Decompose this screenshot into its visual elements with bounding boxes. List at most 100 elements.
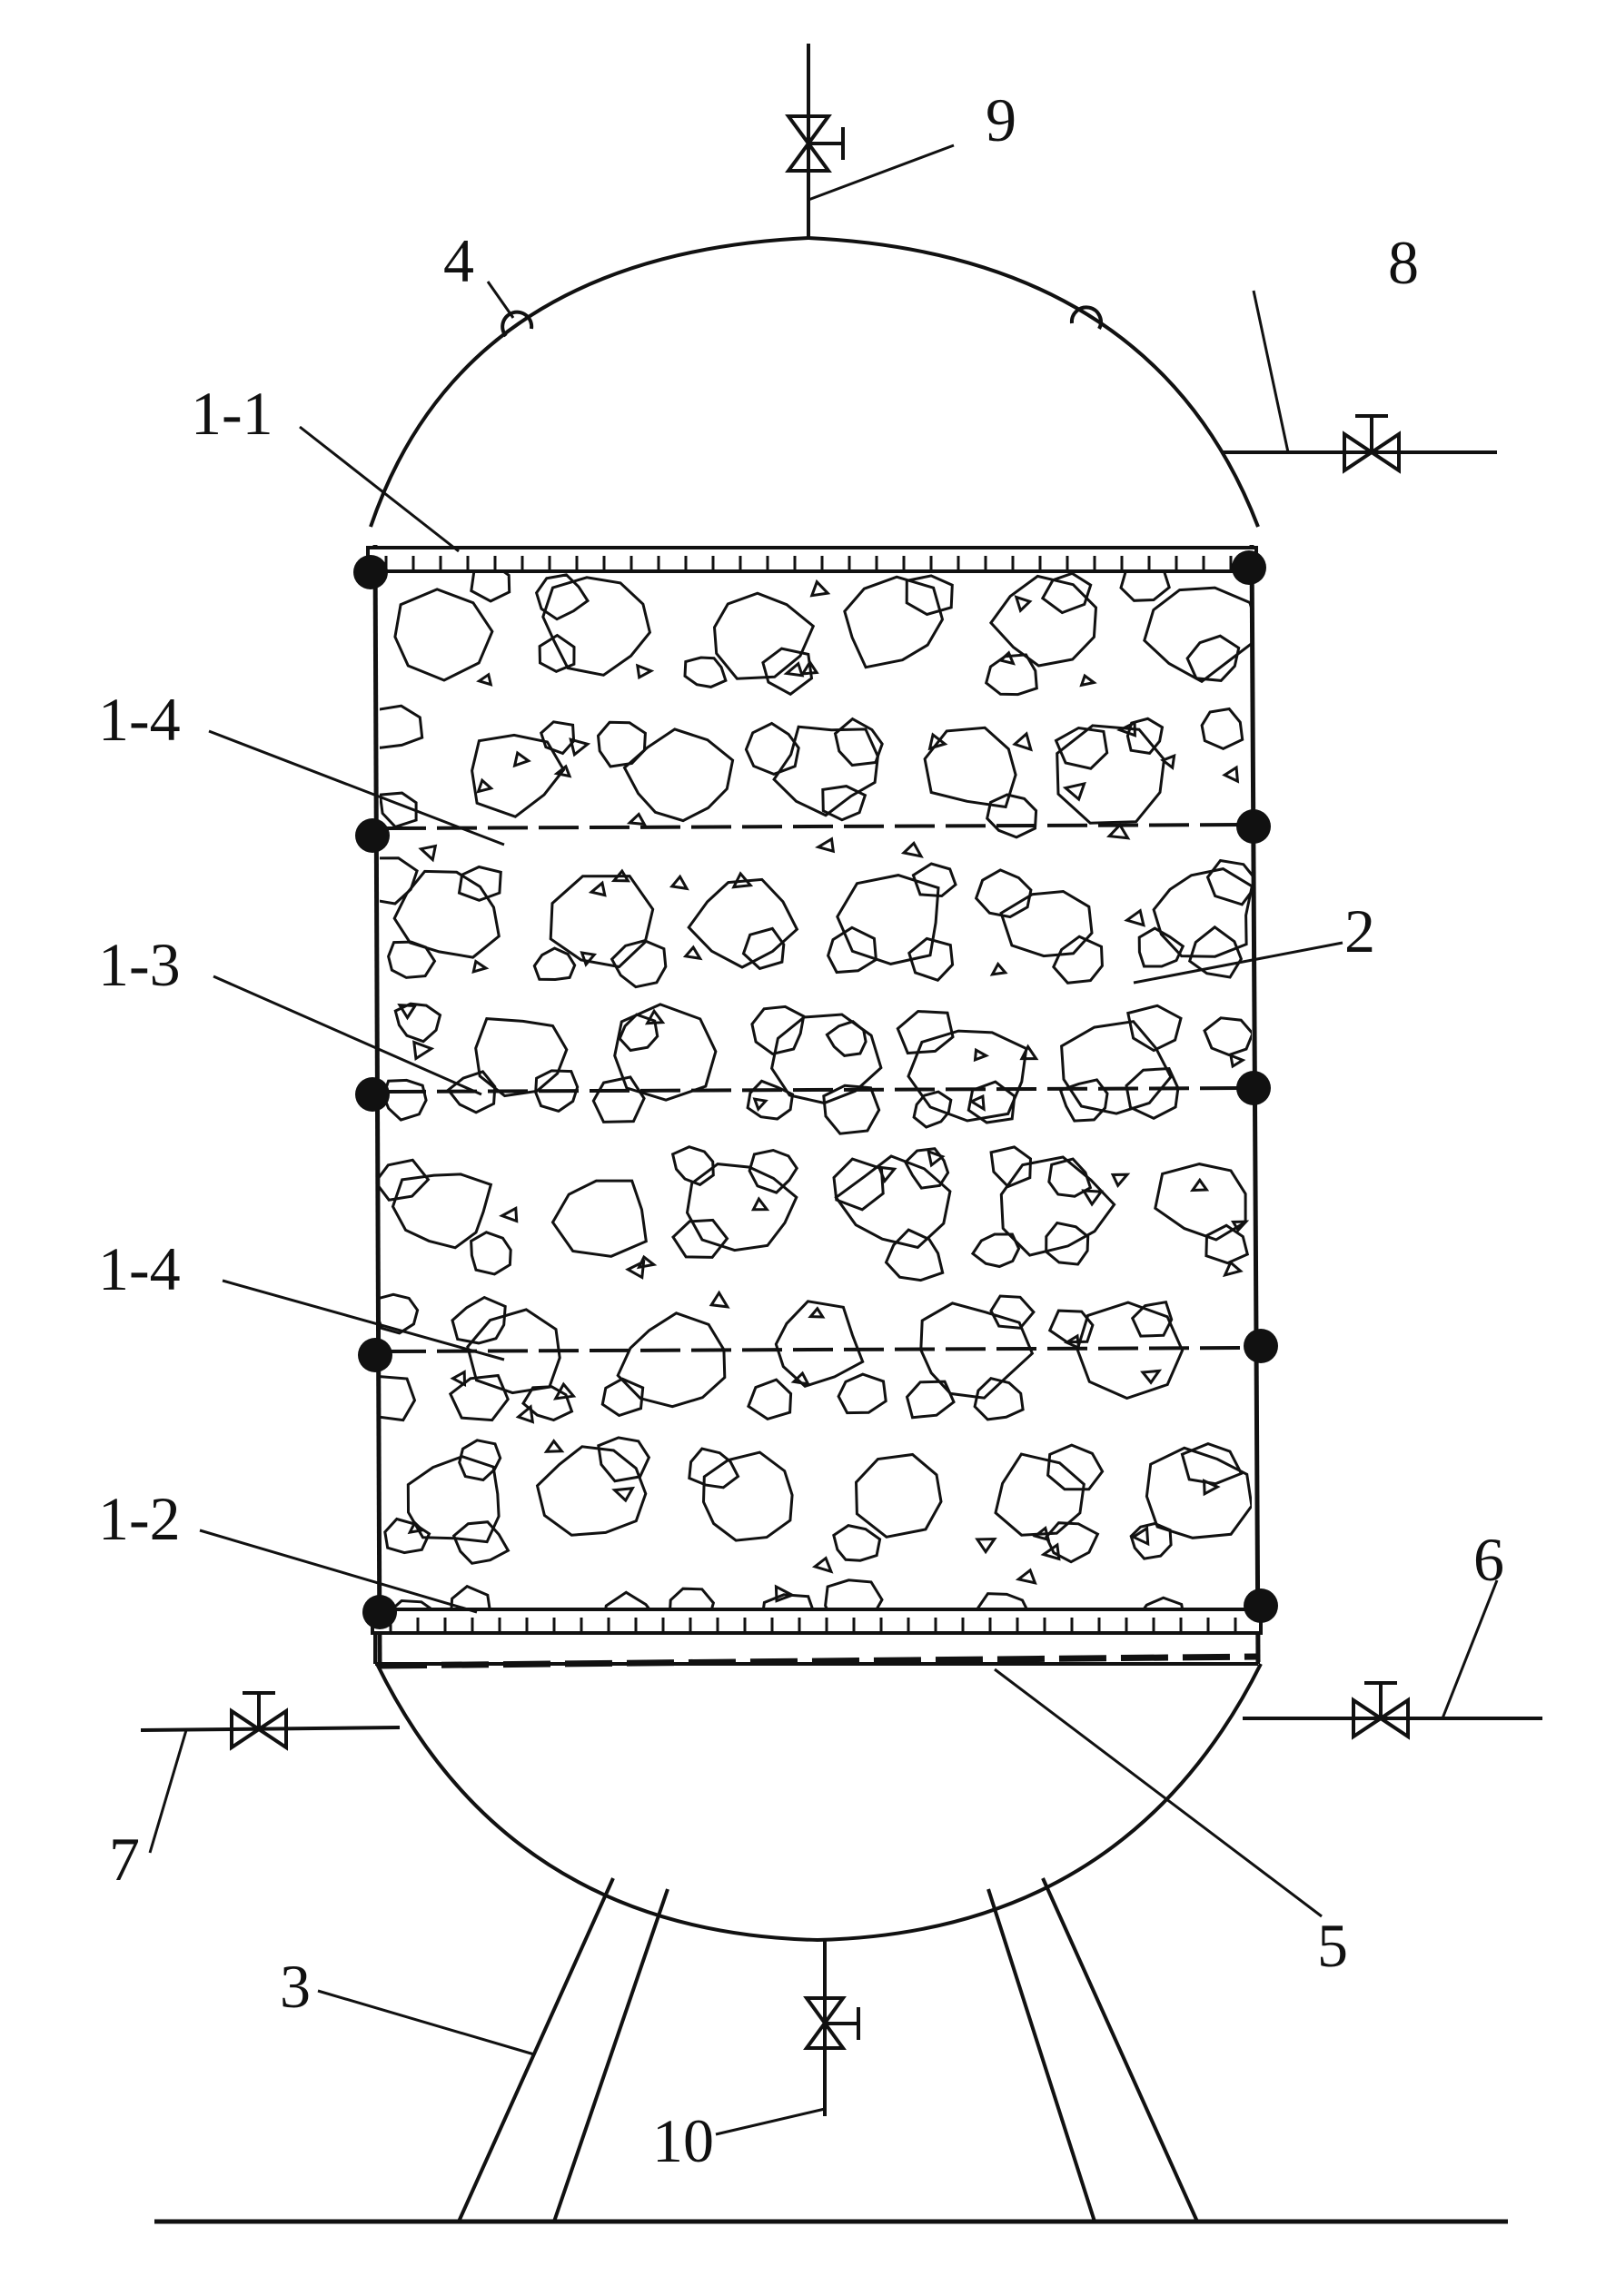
packing-stone xyxy=(750,1004,806,1056)
packing-stone xyxy=(466,1308,561,1395)
packing-stone xyxy=(761,647,814,697)
leader-lines xyxy=(148,144,1499,2136)
packing-stone xyxy=(905,1380,956,1420)
packing-stone xyxy=(900,840,924,858)
packing-stone xyxy=(471,959,490,975)
packing-stone xyxy=(1129,1521,1173,1560)
packing-stone xyxy=(822,1084,881,1135)
side-inlet-pipe xyxy=(140,1691,401,1751)
packing-stone xyxy=(397,1003,418,1021)
packing-stone xyxy=(450,1584,492,1621)
packing-stone xyxy=(973,1377,1025,1421)
packing-stone xyxy=(1015,1568,1037,1585)
top-fitting-icons xyxy=(501,305,1103,338)
packing-stone xyxy=(976,1592,1032,1621)
packing-stone xyxy=(382,1078,428,1122)
packing-stone xyxy=(989,961,1008,976)
packing-stone xyxy=(541,576,652,677)
packing-stone xyxy=(682,945,703,961)
packing-stone xyxy=(380,1375,417,1422)
packing-stone xyxy=(671,1218,729,1259)
packing-stone xyxy=(833,717,884,767)
upper-grid-plate xyxy=(385,823,1250,830)
packing-stone xyxy=(446,1070,497,1114)
packing-stone xyxy=(799,659,819,676)
packing-stone xyxy=(1189,1177,1210,1193)
packing-stone xyxy=(741,926,786,971)
label-side-inlet: 7 xyxy=(109,1825,140,1894)
packing-stone xyxy=(1110,1173,1131,1189)
label-top-vent: 9 xyxy=(986,85,1016,154)
packing-stone xyxy=(701,1450,794,1542)
packing-stone xyxy=(1187,925,1244,979)
packing-stone xyxy=(1130,1301,1174,1338)
packing-stone xyxy=(1222,1260,1244,1278)
packing-stone xyxy=(418,844,438,863)
packing-stone xyxy=(1032,1526,1051,1542)
label-side-outlet: 6 xyxy=(1473,1525,1504,1594)
packing-stone xyxy=(391,1173,493,1250)
top-perforated-plate xyxy=(366,546,1258,573)
packing-stone xyxy=(1012,731,1033,752)
packing-stone xyxy=(685,1163,798,1252)
packing-stone xyxy=(907,1029,1028,1123)
packing-stone xyxy=(747,1378,793,1421)
packing-stone xyxy=(1203,1016,1252,1057)
packing-stone xyxy=(744,721,800,777)
packing-stone xyxy=(808,1306,826,1319)
packing-stone xyxy=(1228,1053,1246,1069)
packing-stone xyxy=(1145,1446,1252,1539)
bottom-dome xyxy=(375,1663,1263,1943)
packing-stone xyxy=(825,1020,867,1057)
packing-stone xyxy=(380,856,419,906)
packing-stone xyxy=(1140,1369,1163,1385)
packing-stone xyxy=(832,1524,882,1562)
packing-stone xyxy=(770,1013,883,1105)
packing-stone xyxy=(549,875,655,969)
packing-stone xyxy=(984,653,1038,697)
packing-stone xyxy=(731,871,754,889)
packing-stone xyxy=(884,1228,945,1282)
packing-stone xyxy=(668,1587,716,1621)
packing-stone xyxy=(877,1165,897,1184)
label-top-plate: 1-1 xyxy=(191,379,273,448)
packing-stone xyxy=(821,785,867,822)
packing-stone xyxy=(1047,1157,1093,1198)
packing-stone xyxy=(809,579,831,598)
packing-stone xyxy=(1106,822,1131,840)
packing-stone xyxy=(712,591,816,680)
packing-stone xyxy=(669,874,689,891)
label-upper-grid: 1-4 xyxy=(98,685,181,754)
packing-stone xyxy=(387,940,437,979)
packing-stone xyxy=(448,1373,510,1422)
packing-stone xyxy=(836,874,940,965)
packing-stone xyxy=(826,925,877,975)
label-bottom-plate: 1-2 xyxy=(98,1484,181,1553)
upper-outlet-pipe xyxy=(1222,414,1497,474)
packing-stone xyxy=(1185,634,1241,682)
packing-stone xyxy=(512,750,531,768)
packing-stone xyxy=(1130,1526,1150,1547)
bottom-drain-pipe xyxy=(803,1940,860,2116)
packing-stone xyxy=(611,1486,636,1503)
packing-stone xyxy=(476,672,493,687)
packing-stone xyxy=(750,1196,770,1212)
packing-stone xyxy=(989,1145,1033,1189)
packing-stone xyxy=(521,1385,574,1422)
packing-stone xyxy=(973,1047,990,1063)
label-top-fitting: 4 xyxy=(443,226,474,295)
packing-stone xyxy=(407,1520,426,1535)
label-bottom-drain: 10 xyxy=(652,2106,714,2175)
bottom-perforated-plate xyxy=(371,1608,1263,1666)
packing-stone xyxy=(911,862,957,898)
packing-stone xyxy=(553,764,572,778)
packing-stone xyxy=(774,1584,796,1603)
packing-stone xyxy=(1119,572,1171,602)
packing-stone xyxy=(752,1097,768,1113)
side-outlet-pipe xyxy=(1243,1681,1542,1740)
packing-stone xyxy=(1204,1223,1250,1265)
packing-stone xyxy=(622,727,735,823)
packing-stone xyxy=(588,880,607,897)
packing-stone xyxy=(539,720,576,756)
label-packing: 2 xyxy=(1344,896,1375,965)
